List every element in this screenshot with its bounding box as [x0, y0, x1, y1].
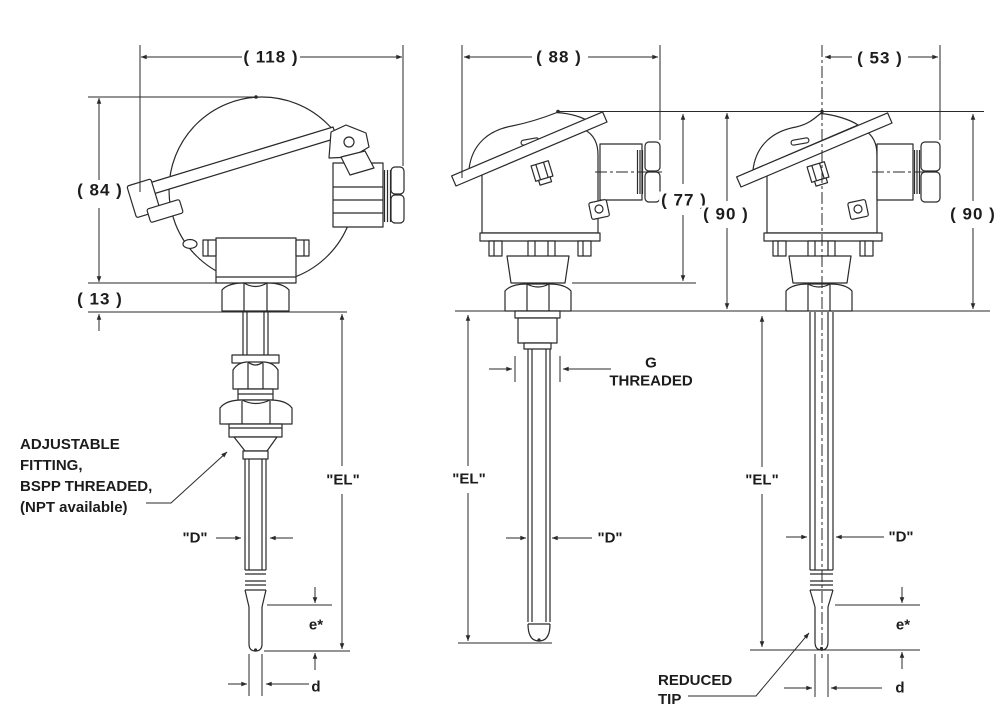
dimension-lines: [88, 45, 990, 697]
annotation-line: TIP: [658, 691, 682, 708]
reduced-tip-annotation: REDUCED TIP: [658, 671, 732, 709]
dim-label-middle-el: "EL": [450, 470, 488, 488]
dim-label-middle-head-height: ( 77 ): [659, 190, 709, 210]
dim-label-right-tip-length: e*: [895, 616, 911, 634]
annotation-line: ADJUSTABLE: [20, 436, 120, 453]
dim-label-left-el: "EL": [324, 471, 362, 489]
thread-label-threaded: THREADED: [609, 372, 693, 390]
dim-label-left-head-height: ( 84 ): [77, 180, 123, 200]
dim-label-left-tip-length: e*: [308, 616, 324, 634]
dim-label-left-head-width: ( 118 ): [243, 47, 299, 67]
dim-label-left-sheath-diameter: "D": [182, 529, 208, 547]
dim-label-left-neck-height: ( 13 ): [77, 289, 123, 309]
adjustable-fitting-annotation: ADJUSTABLE FITTING, BSPP THREADED, (NPT …: [20, 434, 152, 518]
dim-label-middle-overall-height: ( 90 ): [701, 204, 751, 224]
dim-label-left-tip-diameter: d: [311, 678, 321, 696]
dim-label-right-head-width: ( 53 ): [857, 48, 903, 68]
left-view-drawing: [126, 96, 405, 652]
dim-label-middle-sheath-diameter: "D": [597, 529, 623, 547]
dim-label-right-tip-diameter: d: [895, 679, 905, 697]
annotation-line: BSPP THREADED,: [20, 478, 153, 495]
dim-label-right-overall-height: ( 90 ): [948, 204, 998, 224]
annotation-line: (NPT available): [20, 499, 128, 516]
dim-label-right-sheath-diameter: "D": [888, 528, 914, 546]
thread-label-g: G: [645, 354, 657, 372]
annotation-line: REDUCED: [658, 672, 733, 689]
right-view-drawing: [735, 112, 941, 651]
middle-view-drawing: [451, 111, 661, 642]
annotation-line: FITTING,: [20, 457, 83, 474]
dim-label-middle-head-width: ( 88 ): [536, 47, 582, 67]
dim-label-right-el: "EL": [743, 471, 781, 489]
